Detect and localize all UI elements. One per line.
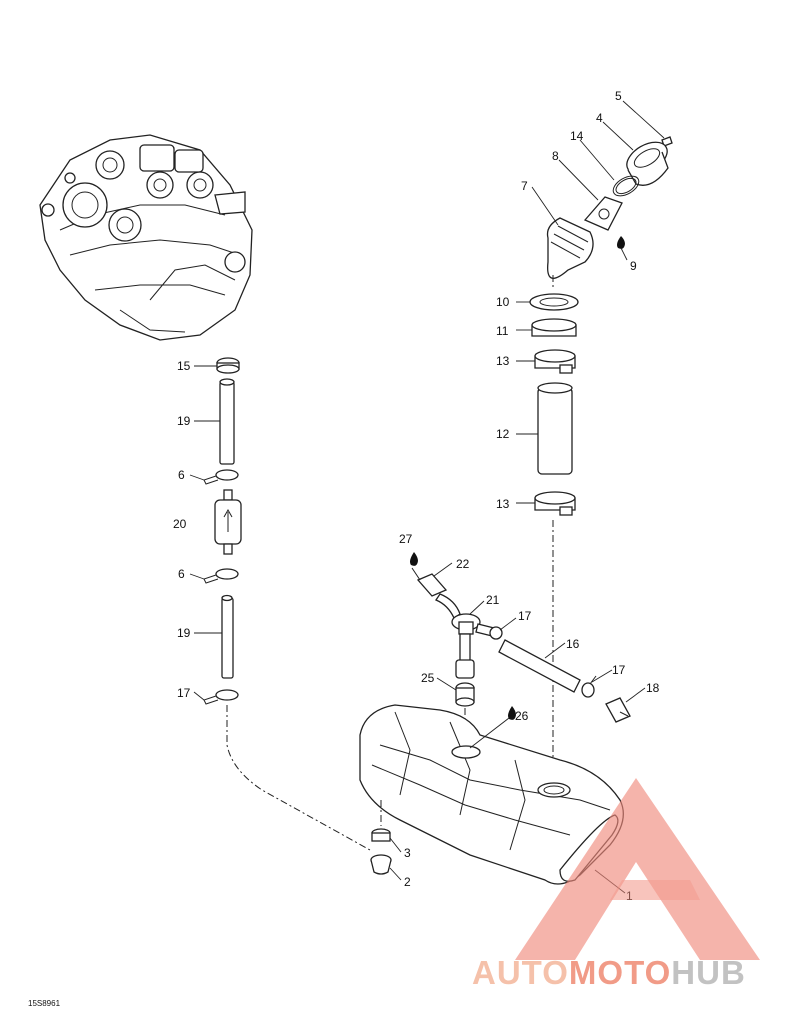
watermark-text-auto: AUTO [472, 954, 569, 991]
callout-17-vent: 17 [518, 609, 532, 623]
callout-11: 11 [496, 324, 509, 338]
engine-illustration [39, 134, 253, 341]
callout-7: 7 [521, 179, 528, 193]
callout-4: 4 [596, 111, 603, 125]
callout-27: 27 [399, 532, 413, 546]
callout-17-left: 17 [177, 686, 191, 700]
callout-19-lower: 19 [177, 626, 191, 640]
callout-14: 14 [570, 129, 584, 143]
callout-6-upper: 6 [178, 468, 185, 482]
callout-10: 10 [496, 295, 510, 309]
callout-26: 26 [515, 709, 529, 723]
leader-lines [189, 100, 665, 894]
callout-19-upper: 19 [177, 414, 191, 428]
callout-5: 5 [615, 89, 622, 103]
callout-25: 25 [421, 671, 435, 685]
callout-16: 16 [566, 637, 580, 651]
callout-22: 22 [456, 557, 470, 571]
svg-text:AUTOMOTOHUB: AUTOMOTOHUB [472, 954, 746, 991]
callout-labels: 1 2 3 4 5 6 6 7 8 9 10 11 12 13 13 14 15… [173, 89, 660, 903]
callout-18: 18 [646, 681, 660, 695]
watermark-logo-triangle [515, 778, 760, 960]
callout-21: 21 [486, 593, 500, 607]
callout-6-lower: 6 [178, 567, 185, 581]
watermark-text-moto: MOTO [569, 954, 671, 991]
callout-20: 20 [173, 517, 187, 531]
callout-9: 9 [630, 259, 637, 273]
callout-13-lower: 13 [496, 497, 510, 511]
vent-line-assembly [410, 552, 631, 742]
fuel-tank [359, 704, 624, 885]
diagram-code: 15S8961 [28, 999, 61, 1008]
automotohub-watermark: AUTOMOTOHUB [472, 778, 760, 991]
callout-8: 8 [552, 149, 559, 163]
callout-2: 2 [404, 875, 411, 889]
callout-17-right: 17 [612, 663, 626, 677]
callout-12: 12 [496, 427, 510, 441]
callout-3: 3 [404, 846, 411, 860]
callout-13-upper: 13 [496, 354, 510, 368]
callout-15: 15 [177, 359, 191, 373]
fuel-line-assembly-left [203, 357, 371, 851]
watermark-text-hub: HUB [671, 954, 746, 991]
